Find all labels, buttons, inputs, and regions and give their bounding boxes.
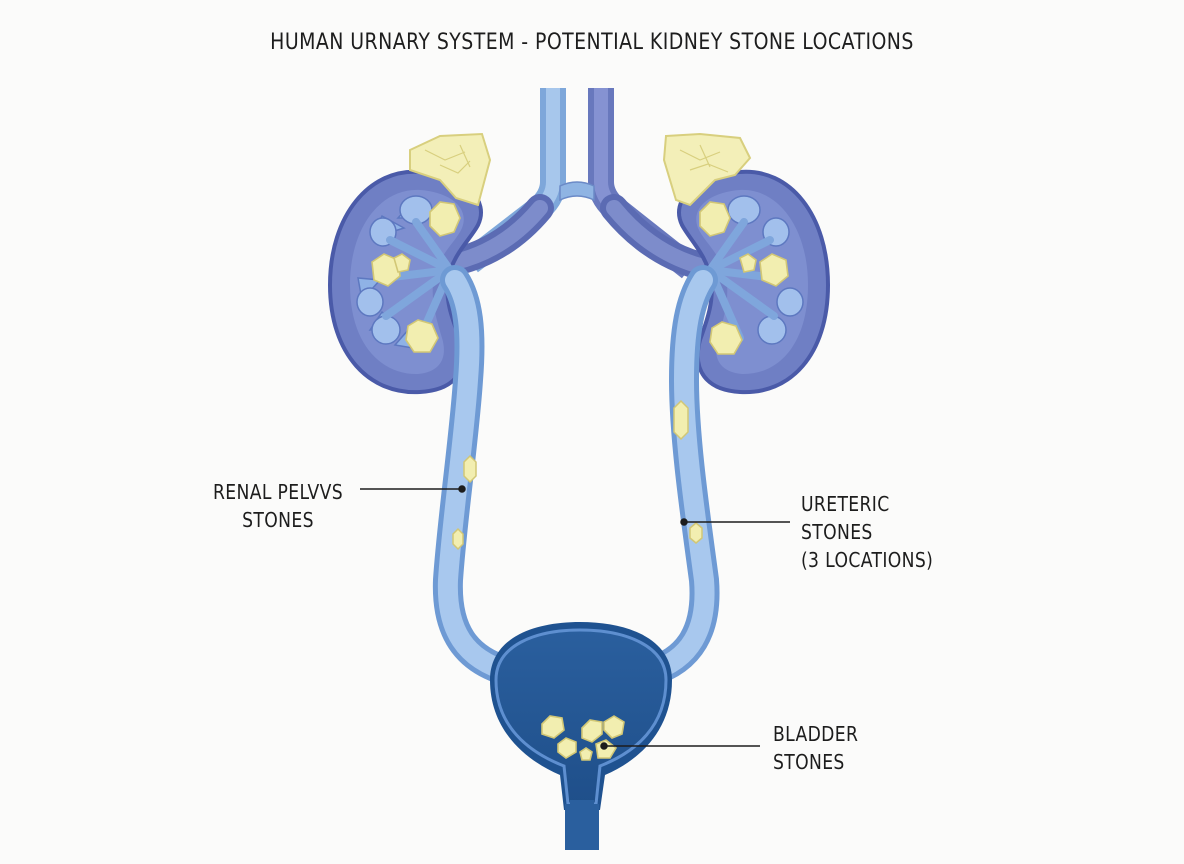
renal-pelvis-label-line-1: RENAL PELVVS xyxy=(212,480,344,504)
bladder-stones-label: BLADDER STONES xyxy=(773,720,858,776)
left-adrenal-gland xyxy=(409,132,492,207)
bladder-label-line-2: STONES xyxy=(773,750,845,774)
renal-pelvis-stones-label: RENAL PELVVS STONES xyxy=(209,478,347,534)
bladder xyxy=(490,622,672,850)
bladder-label-line-1: BLADDER xyxy=(773,722,859,746)
ureteric-stones-label: URETERIC STONES (3 LOCATIONS) xyxy=(801,490,933,574)
ureteric-label-line-2: STONES xyxy=(801,520,873,544)
ureters xyxy=(432,265,720,687)
ureteric-label-line-3: (3 LOCATIONS) xyxy=(801,548,934,572)
leader-lines xyxy=(360,485,790,750)
renal-pelvis-label-line-2: STONES xyxy=(242,508,314,532)
ureteric-label-line-1: URETERIC xyxy=(801,492,890,516)
diagram-title: HUMAN URNARY SYSTEM - POTENTIAL KIDNEY S… xyxy=(270,30,914,55)
great-vessels xyxy=(416,88,736,286)
kidney-stones xyxy=(371,201,789,355)
ureter-stones xyxy=(452,399,703,551)
right-adrenal-gland xyxy=(662,132,752,207)
